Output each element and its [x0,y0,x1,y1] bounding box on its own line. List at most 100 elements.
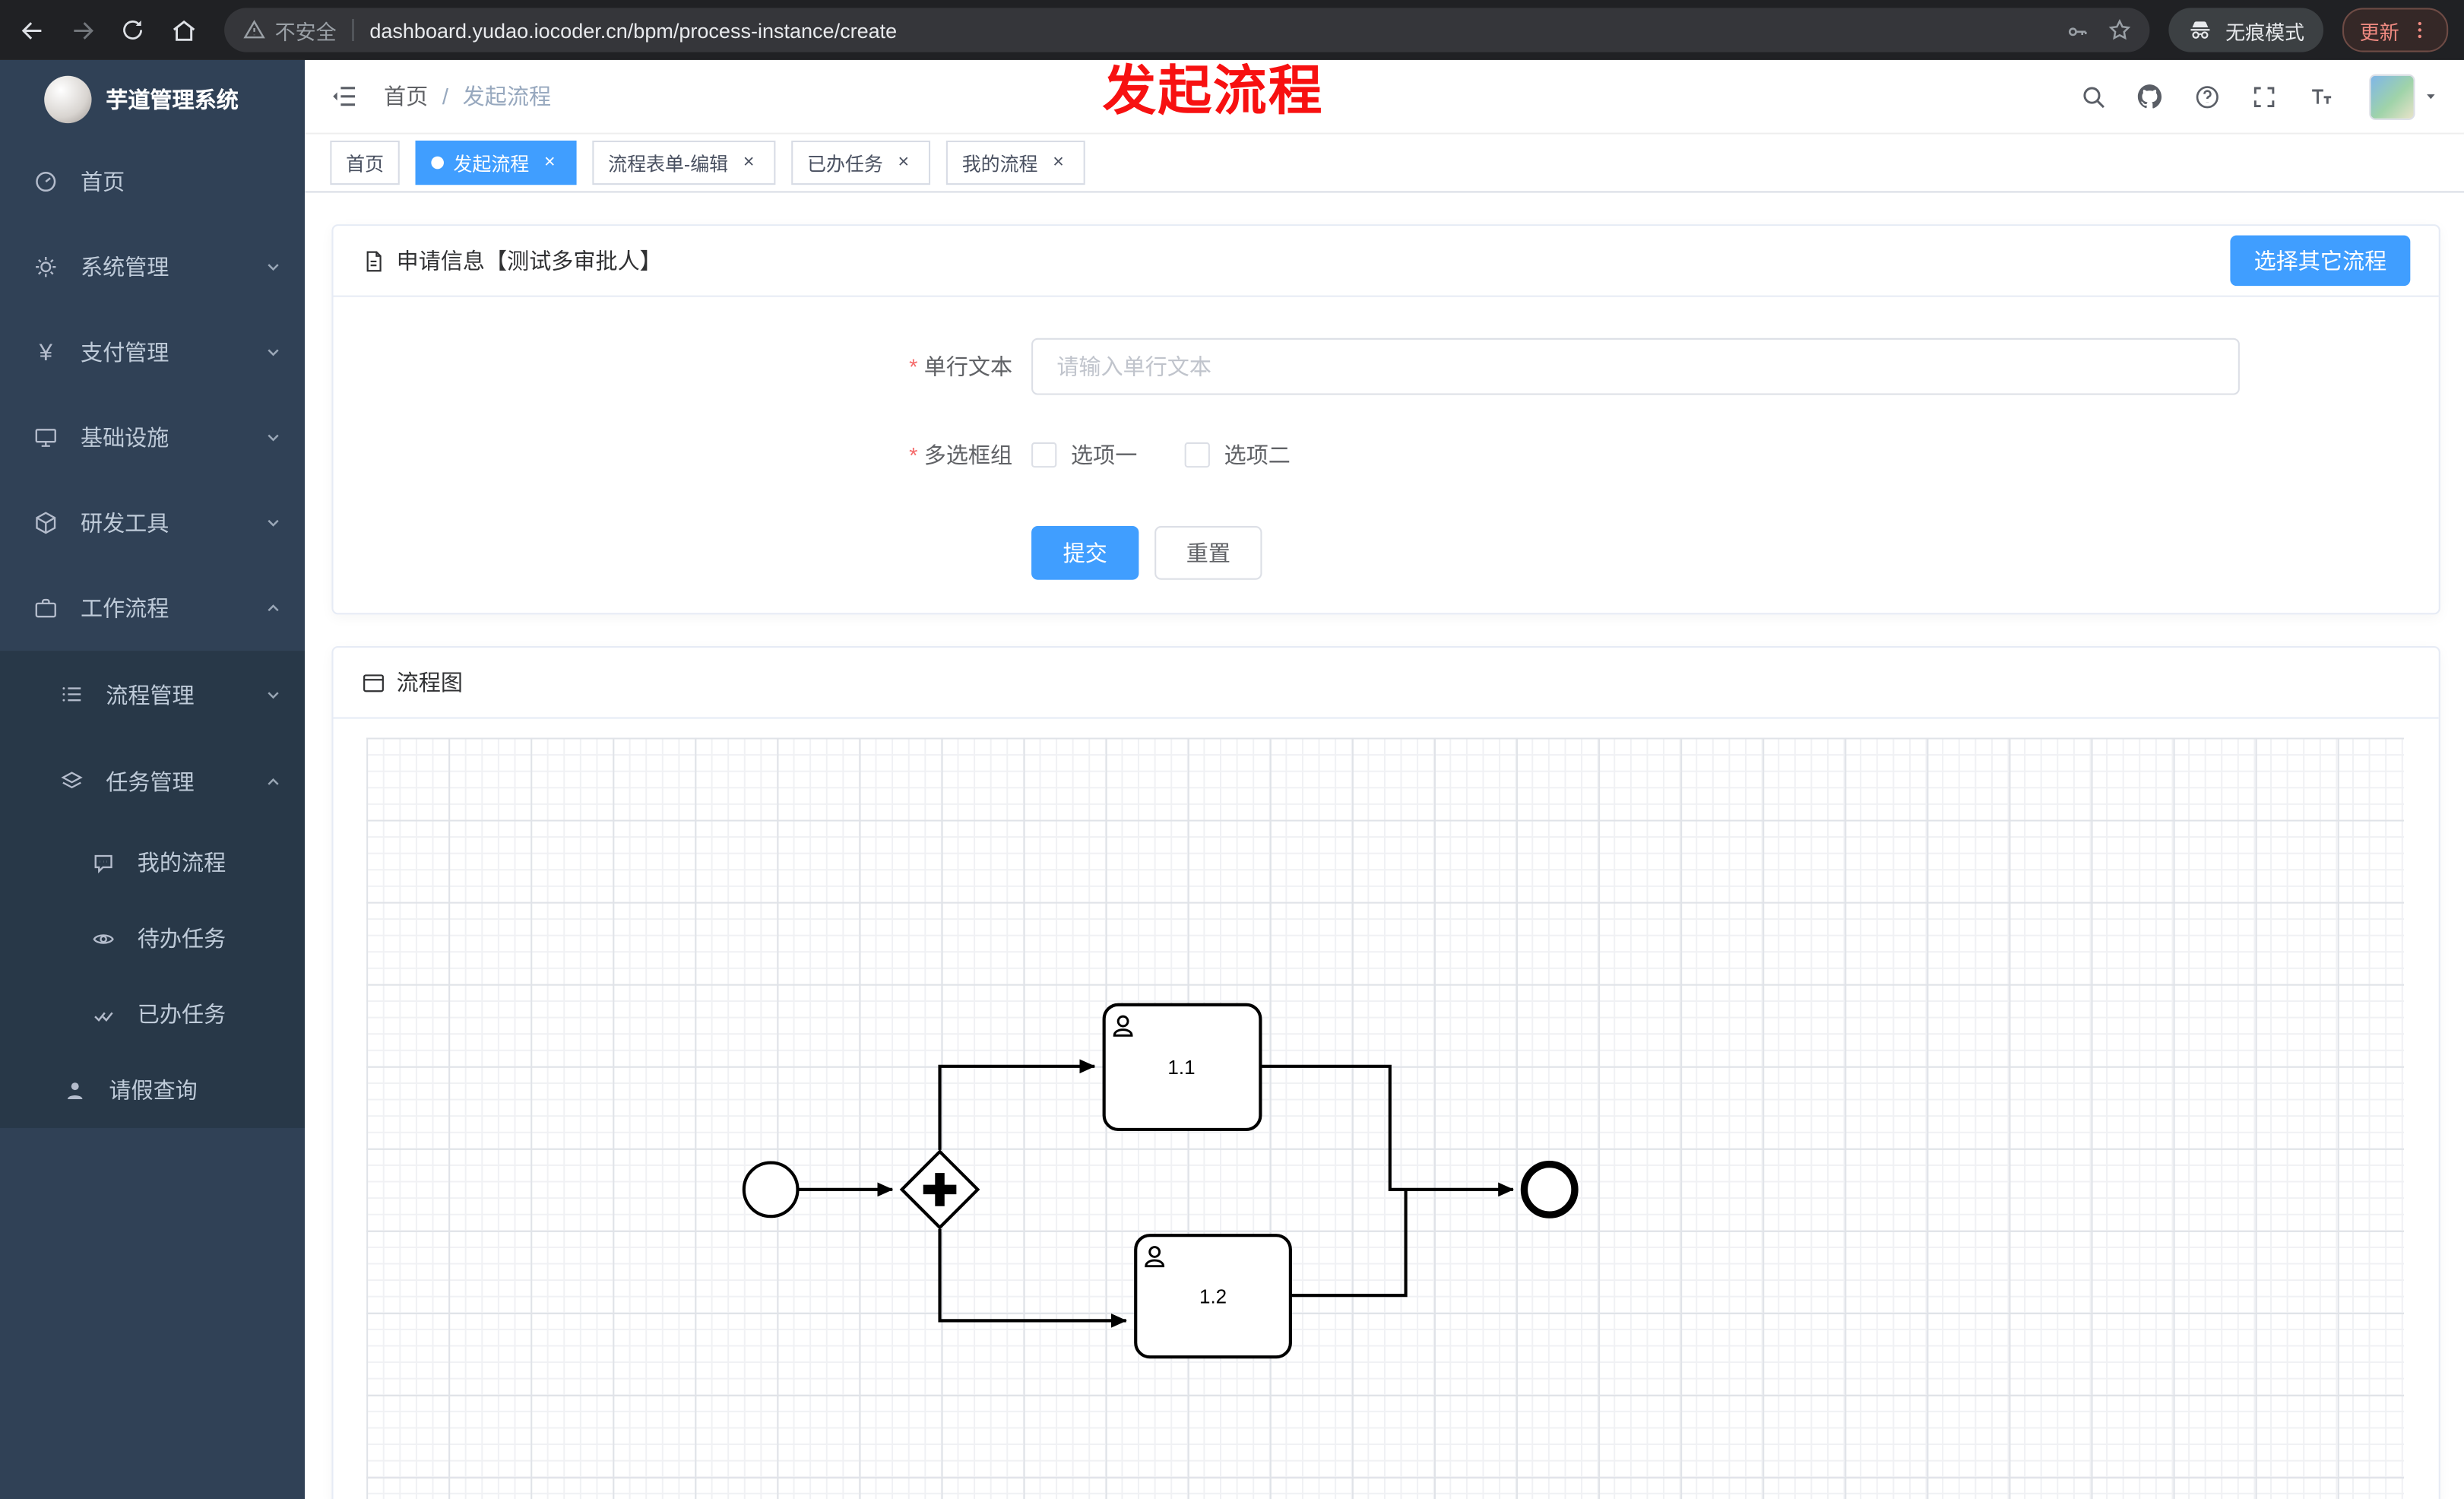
tab-initiate-process[interactable]: 发起流程 × [415,140,577,185]
bookmark-star-icon[interactable] [2099,9,2140,50]
bpmn-user-task-2[interactable]: 1.2 [1134,1234,1292,1359]
sidebar: 芋道管理系统 首页 系统管理 ¥ 支付管理 [0,59,306,1499]
select-other-process-button[interactable]: 选择其它流程 [2230,235,2411,287]
github-icon[interactable] [2133,79,2168,114]
sidebar-item-home[interactable]: 首页 [0,139,305,224]
caret-down-icon [2423,88,2439,104]
reload-icon[interactable] [110,8,154,52]
page-content: 申请信息【测试多审批人】 选择其它流程 *单行文本 *多选框组 [305,192,2464,1499]
dashboard-icon [32,169,60,194]
active-tab-dot [431,156,445,170]
card-title: 申请信息【测试多审批人】 [396,248,662,274]
user-task-person-icon [1113,1015,1133,1037]
back-icon[interactable] [9,8,53,52]
chevron-down-icon [264,428,283,447]
annotation-text: 发起流程 [1102,62,1324,122]
checkbox-box[interactable] [1184,442,1210,468]
bpmn-parallel-gateway[interactable] [899,1149,980,1230]
check-icon [88,1003,116,1026]
omnibox-divider [352,18,354,42]
sidebar-item-workflow[interactable]: 工作流程 [0,566,305,651]
fullscreen-icon[interactable] [2246,79,2281,114]
eye-icon [88,927,116,950]
sidebar-item-todo-tasks[interactable]: 待办任务 [0,901,305,977]
checkbox-box[interactable] [1031,442,1057,468]
list-icon [57,683,85,706]
browser-toolbar: 不安全 dashboard.yudao.iocoder.cn/bpm/proce… [0,0,2464,60]
tab-close-icon[interactable]: × [1053,150,1064,173]
tab-close-icon[interactable]: × [543,150,556,173]
sidebar-item-payment-management[interactable]: ¥ 支付管理 [0,309,305,395]
task-label: 1.1 [1167,1056,1195,1079]
sidebar-item-done-tasks[interactable]: 已办任务 [0,976,305,1052]
checkbox-group: 选项一 选项二 [1031,439,1291,471]
bpmn-start-event[interactable] [742,1161,800,1219]
tab-process-form-edit[interactable]: 流程表单-编辑 × [592,140,776,185]
submit-button[interactable]: 提交 [1031,526,1139,580]
bpmn-end-event[interactable] [1520,1160,1579,1219]
tab-my-processes[interactable]: 我的流程 × [945,140,1085,185]
breadcrumb-current: 发起流程 [462,84,552,109]
sidebar-item-system-management[interactable]: 系统管理 [0,224,305,309]
document-icon [362,249,385,272]
sidebar-collapse-icon[interactable] [330,82,358,110]
process-diagram-card: 流程图 [331,645,2440,1499]
bpmn-flow-gateway-to-task2 [938,1228,1127,1328]
workflow-submenu: 流程管理 任务管理 [0,651,306,1128]
yen-icon: ¥ [39,338,52,366]
url-text: dashboard.yudao.iocoder.cn/bpm/process-i… [369,17,898,43]
briefcase-icon [32,595,60,620]
breadcrumb-home[interactable]: 首页 [384,84,429,109]
checkbox-option-2[interactable]: 选项二 [1184,439,1291,471]
bpmn-canvas[interactable]: 1.1 1.2 [366,737,2405,1499]
app-logo[interactable]: 芋道管理系统 [0,60,305,139]
update-label: 更新 [2359,21,2399,44]
font-size-icon[interactable] [2303,79,2338,114]
user-menu[interactable] [2369,73,2439,119]
bpmn-flow-task2-merge [1290,1190,1408,1298]
address-bar[interactable]: 不安全 dashboard.yudao.iocoder.cn/bpm/proce… [224,8,2150,52]
single-line-text-input[interactable] [1031,338,2240,395]
user-task-person-icon [1145,1246,1165,1268]
gear-icon [32,255,60,280]
sidebar-item-my-processes[interactable]: 我的流程 [0,825,305,901]
incognito-icon [2187,17,2212,43]
browser-menu-dots-icon[interactable] [2409,19,2431,41]
chevron-up-icon [264,599,283,618]
sidebar-item-task-management[interactable]: 任务管理 [0,738,305,825]
bpmn-user-task-1[interactable]: 1.1 [1102,1003,1262,1131]
single-line-text-label: *单行文本 [909,353,1013,379]
bpmn-flow-gateway-to-task1 [938,1059,1096,1150]
sidebar-item-infrastructure[interactable]: 基础设施 [0,395,305,480]
person-icon [60,1078,88,1101]
card-title: 流程图 [396,670,463,696]
chevron-down-icon [264,258,283,277]
password-key-icon[interactable] [2058,9,2099,50]
security-label: 不安全 [274,19,337,44]
tab-close-icon[interactable]: × [898,150,910,173]
bpmn-diagram: 1.1 1.2 [742,1003,1579,1359]
home-icon[interactable] [161,8,205,52]
update-button[interactable]: 更新 [2342,8,2449,52]
logo-avatar [44,75,92,124]
monitor-icon [32,425,60,450]
plus-icon [923,1173,957,1206]
tab-home[interactable]: 首页 [330,140,400,185]
checkbox-option-1[interactable]: 选项一 [1031,439,1137,471]
user-avatar [2369,73,2415,119]
incognito-label: 无痕模式 [2225,21,2305,44]
chevron-down-icon [264,343,283,362]
help-icon[interactable] [2189,79,2224,114]
sidebar-item-leave-query[interactable]: 请假查询 [0,1052,305,1128]
sidebar-item-process-management[interactable]: 流程管理 [0,651,305,737]
tab-done-tasks[interactable]: 已办任务 × [791,140,931,185]
chevron-down-icon [264,685,283,704]
search-icon[interactable] [2076,79,2111,114]
sidebar-item-dev-tools[interactable]: 研发工具 [0,480,305,566]
layers-icon [57,769,85,793]
reset-button[interactable]: 重置 [1154,526,1262,580]
tab-close-icon[interactable]: × [743,150,755,173]
forward-icon[interactable] [60,8,104,52]
checkbox-group-label: *多选框组 [909,442,1013,468]
